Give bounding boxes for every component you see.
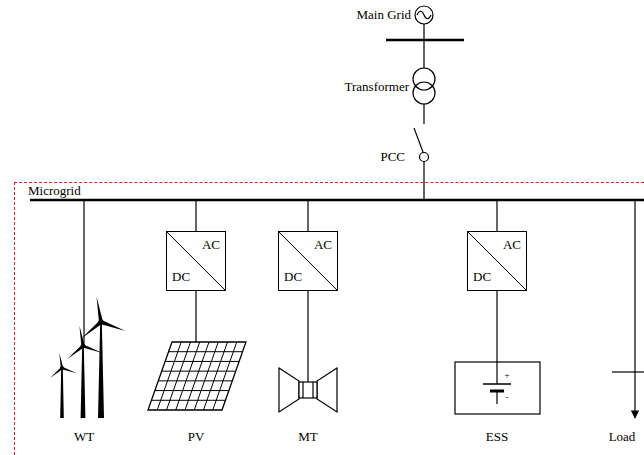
- region-title: Microgrid: [28, 184, 81, 198]
- converter-box: AC DC: [467, 231, 527, 291]
- branch-wires: [84, 200, 497, 384]
- wind-turbines: [50, 296, 125, 418]
- converter-dc-side: DC: [284, 270, 302, 284]
- unit-label: MT: [298, 430, 318, 444]
- converter-dc-side: DC: [473, 270, 491, 284]
- unit-label: ESS: [486, 430, 508, 444]
- load-symbol: [612, 200, 644, 418]
- polarity-mark: -: [506, 393, 509, 403]
- converter-box: AC DC: [278, 231, 338, 291]
- converter-box: AC DC: [166, 231, 226, 291]
- transformer-label: Transformer: [344, 80, 409, 94]
- unit-label: PV: [188, 430, 205, 444]
- micro-turbine: [279, 368, 337, 412]
- load-label: Load: [609, 430, 636, 444]
- unit-label: WT: [74, 430, 94, 444]
- ac-bus: [30, 199, 644, 202]
- grid-label: Main Grid: [356, 8, 411, 22]
- converter-ac-side: AC: [314, 238, 332, 252]
- transformer-symbol: [413, 40, 435, 124]
- polarity-mark: +: [504, 371, 509, 381]
- converter-dc-side: DC: [172, 270, 190, 284]
- microgrid-region: AC DC AC DC AC DC Microgrid: [14, 182, 644, 455]
- pcc-label: PCC: [380, 150, 405, 164]
- pv-panel: [148, 342, 246, 410]
- battery-storage: [455, 362, 540, 414]
- pcc-switch: [414, 128, 429, 200]
- converter-ac-side: AC: [503, 238, 521, 252]
- converter-ac-side: AC: [202, 238, 220, 252]
